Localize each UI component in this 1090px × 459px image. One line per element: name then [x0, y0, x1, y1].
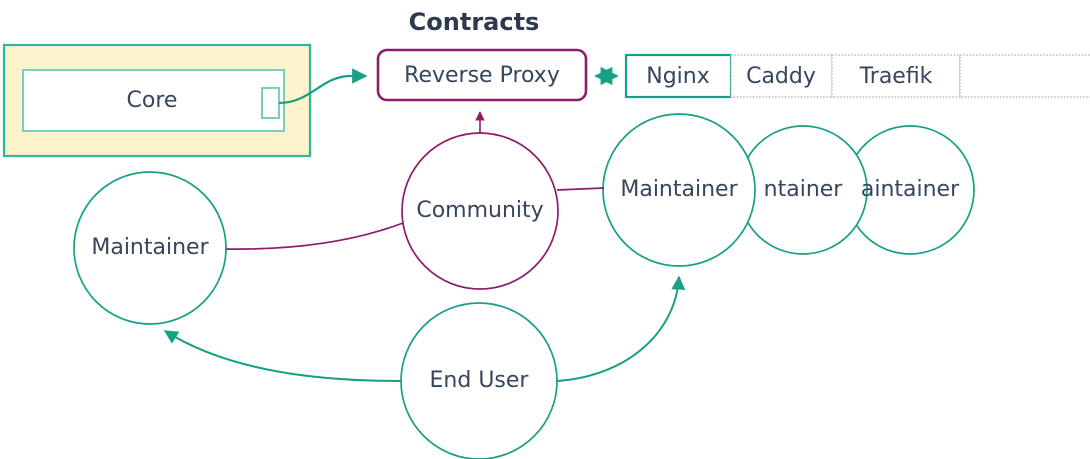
actor-maintainer-1-label: Maintainer: [620, 177, 738, 202]
core-port[interactable]: [261, 87, 280, 119]
core-inner-box[interactable]: [22, 69, 285, 132]
actor-maintainer-left-label: Maintainer: [91, 235, 209, 260]
reverse-proxy-node[interactable]: Reverse Proxy: [376, 48, 588, 102]
impl-cell-nginx[interactable]: Nginx: [624, 53, 733, 99]
impl-cell-traefik-box[interactable]: [831, 54, 961, 98]
page-title: Contracts: [409, 8, 540, 36]
actor-community-label: Community: [416, 198, 543, 223]
actor-maintainer-left-circle[interactable]: [73, 171, 227, 325]
impl-cell-caddy-label: Caddy: [746, 64, 816, 89]
actor-maintainer-3-label: aintainer: [861, 177, 960, 202]
impl-cell-traefik-label: Traefik: [859, 64, 933, 89]
impl-cell-empty-box[interactable]: [959, 54, 1090, 98]
actor-end-user-label: End User: [430, 368, 530, 393]
edge-core-to-proxy[interactable]: [278, 68, 368, 105]
edge-enduser-to-maintainer-left[interactable]: [163, 330, 402, 382]
implementation-row: Nginx Caddy Traefik: [624, 53, 1090, 99]
edge-community-to-maintainer-right[interactable]: [556, 187, 605, 191]
reverse-proxy-box[interactable]: [376, 48, 588, 102]
impl-cell-caddy-box[interactable]: [730, 54, 833, 98]
impl-cell-nginx-label: Nginx: [646, 64, 710, 89]
impl-cell-traefik[interactable]: Traefik: [831, 54, 961, 98]
actor-maintainer-1-circle[interactable]: [602, 113, 756, 267]
core-container[interactable]: Core: [2, 43, 312, 158]
edge-community-to-maintainer-left[interactable]: [225, 222, 404, 250]
impl-cell-caddy[interactable]: Caddy: [730, 54, 833, 98]
impl-cell-empty[interactable]: [959, 54, 1090, 98]
actor-maintainer-1[interactable]: Maintainer: [602, 113, 756, 267]
edge-enduser-to-maintainer-right[interactable]: [556, 275, 686, 382]
reverse-proxy-label: Reverse Proxy: [404, 63, 560, 88]
actor-community[interactable]: Community: [401, 132, 559, 290]
core-label: Core: [127, 88, 178, 113]
actor-maintainer-2-label: ntainer: [764, 177, 844, 202]
impl-cell-nginx-box[interactable]: [624, 53, 733, 99]
actor-maintainer-left[interactable]: Maintainer: [73, 171, 227, 325]
actor-end-user[interactable]: End User: [400, 302, 558, 459]
